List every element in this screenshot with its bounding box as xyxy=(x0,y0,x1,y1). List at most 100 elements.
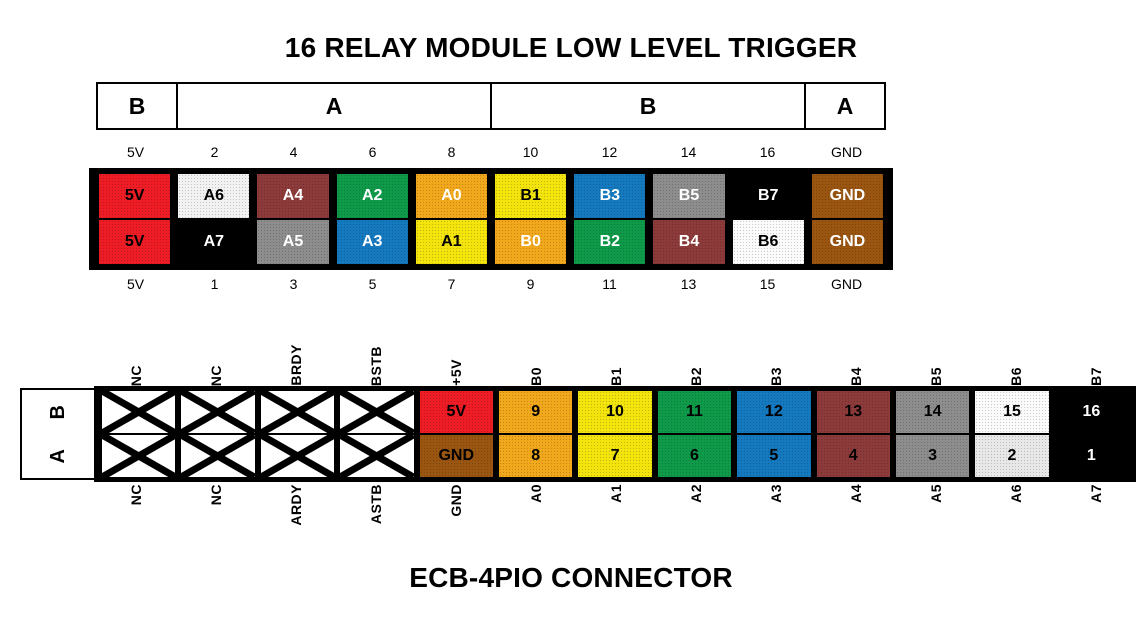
relay-cell-top-a4: A4 xyxy=(257,174,329,218)
signal-label-text: B3 xyxy=(768,367,784,386)
relay-cell-top-a2: A2 xyxy=(336,174,409,218)
cross-out-icon xyxy=(181,391,254,433)
relay-pin-odd-7: 13 xyxy=(680,276,697,292)
cell-label: 12 xyxy=(764,403,783,420)
signal-label-text: A3 xyxy=(768,484,784,503)
cell-label: B7 xyxy=(758,187,779,204)
connector-label-bottom-5: A0 xyxy=(496,484,576,530)
cell-label: A3 xyxy=(361,233,383,250)
cell-label: 3 xyxy=(928,447,938,464)
signal-label-text: B2 xyxy=(688,367,704,386)
relay-pin-even-8: 16 xyxy=(759,144,776,160)
relay-header-group-0: B xyxy=(96,84,178,128)
cross-out-icon xyxy=(261,435,334,477)
relay-cell-bottom-b2: B2 xyxy=(574,220,646,264)
signal-label-text: A1 xyxy=(608,484,624,503)
cell-label: A4 xyxy=(282,187,304,204)
connector-cell-bottom-nc-2 xyxy=(260,435,335,477)
signal-label-text: BSTB xyxy=(368,345,384,386)
cell-label: A2 xyxy=(361,187,383,204)
cross-out-icon xyxy=(340,435,413,477)
connector-label-top-2: BRDY xyxy=(256,340,336,386)
cell-label: B3 xyxy=(599,187,621,204)
connector-cell-bottom-4: 4 xyxy=(816,435,891,477)
relay-header-group-2: B xyxy=(492,84,806,128)
connector-cell-bottom-gnd: GND xyxy=(419,435,494,477)
relay-cell-top-b5: B5 xyxy=(653,174,725,218)
relay-pin-odd-3: 5 xyxy=(368,276,377,292)
relay-cell-top-5v: 5V xyxy=(99,174,171,218)
relay-pin-even-7: 14 xyxy=(680,144,697,160)
connector-cell-top-10: 10 xyxy=(578,391,653,433)
relay-cell-bottom-a1: A1 xyxy=(415,220,488,264)
cell-label: 16 xyxy=(1082,403,1101,420)
cell-label: A1 xyxy=(441,233,462,250)
connector-side-label-a: A xyxy=(22,434,94,478)
cell-label: 14 xyxy=(923,403,942,420)
cell-label: 5V xyxy=(124,233,145,250)
connector-label-top-12: B7 xyxy=(1056,340,1136,386)
relay-cell-bottom-b6: B6 xyxy=(732,220,805,264)
cell-label: GND xyxy=(829,187,866,204)
signal-label-text: A6 xyxy=(1008,484,1024,503)
signal-label-text: B1 xyxy=(608,367,624,386)
connector-label-bottom-3: ASTB xyxy=(336,484,416,530)
cell-label: 15 xyxy=(1003,403,1021,420)
connector-cell-top-14: 14 xyxy=(895,391,970,433)
connector-cell-top-9: 9 xyxy=(498,391,573,433)
cell-label: 5 xyxy=(769,447,779,464)
page-title-connector: ECB-4PIO CONNECTOR xyxy=(409,562,733,593)
cross-out-icon xyxy=(102,391,175,433)
connector-label-top-0: NC xyxy=(96,340,176,386)
connector-label-top-7: B2 xyxy=(656,340,736,386)
cell-label: B4 xyxy=(678,233,700,250)
cross-out-icon xyxy=(340,391,413,433)
signal-label-text: BRDY xyxy=(288,344,304,386)
relay-pin-even-1: 2 xyxy=(210,144,219,160)
connector-cell-top-11: 11 xyxy=(657,391,732,433)
signal-label-text: B5 xyxy=(928,367,944,386)
signal-label-text: NC xyxy=(208,364,224,386)
cell-label: A0 xyxy=(441,187,462,204)
relay-pin-even-5: 10 xyxy=(522,144,539,160)
connector-label-bottom-1: NC xyxy=(176,484,256,530)
relay-cell-top-b7: B7 xyxy=(732,174,804,218)
relay-cell-bottom-b4: B4 xyxy=(653,220,725,264)
connector-label-top-1: NC xyxy=(176,340,256,386)
relay-header-group-3: A xyxy=(806,84,886,128)
connector-label-bottom-10: A5 xyxy=(896,484,976,530)
relay-cell-bottom-a7: A7 xyxy=(178,220,250,264)
relay-cell-bottom-b0: B0 xyxy=(495,220,567,264)
relay-header-group-label: B xyxy=(639,92,657,119)
relay-pin-even-3: 6 xyxy=(368,144,377,160)
connector-label-bottom-6: A1 xyxy=(576,484,656,530)
connector-cell-bottom-7: 7 xyxy=(578,435,653,477)
cell-label: GND xyxy=(829,233,866,250)
connector-cell-top-nc-3 xyxy=(340,391,414,433)
cell-label: A7 xyxy=(203,233,225,250)
signal-label-text: NC xyxy=(128,484,144,506)
cell-label: B6 xyxy=(758,233,779,250)
relay-pin-even-6: 12 xyxy=(601,144,618,160)
page-title-relay-module: 16 RELAY MODULE LOW LEVEL TRIGGER xyxy=(284,32,858,63)
cell-label: B0 xyxy=(520,233,541,250)
relay-pin-odd-9: GND xyxy=(830,276,863,292)
connector-side-label-a-text: A xyxy=(46,448,69,464)
connector-side-legend: B A xyxy=(20,388,96,480)
signal-label-text: ARDY xyxy=(288,484,304,526)
connector-cell-bottom-nc-3 xyxy=(340,435,414,477)
cell-label: A6 xyxy=(203,187,225,204)
relay-cell-top-gnd: GND xyxy=(811,174,884,218)
relay-header-group-label: B xyxy=(128,92,146,119)
connector-side-label-b: B xyxy=(22,390,94,434)
cell-label: 5V xyxy=(124,187,145,204)
signal-label-text: NC xyxy=(208,484,224,506)
signal-label-text: A0 xyxy=(528,484,544,503)
cell-label: 8 xyxy=(531,447,541,464)
cell-label: B1 xyxy=(520,187,541,204)
